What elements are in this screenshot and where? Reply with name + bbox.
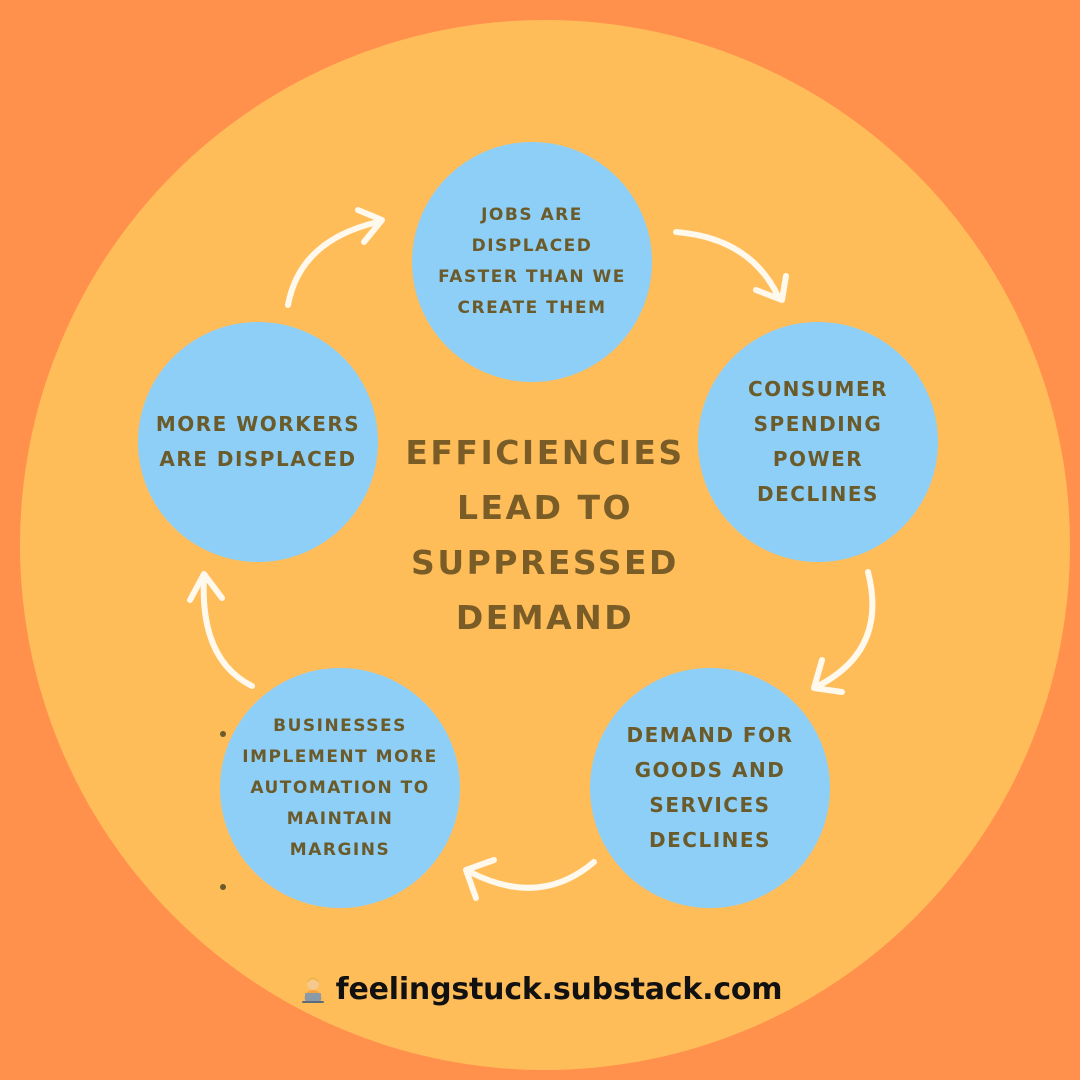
footer: feelingstuck.substack.com	[0, 972, 1080, 1007]
node-consumer-spending: CONSUMER SPENDING POWER DECLINES	[698, 322, 938, 562]
bullet-dot	[220, 731, 226, 737]
bullet-dot	[220, 884, 226, 890]
node-jobs-displaced-label: JOBS ARE DISPLACED FASTER THAN WE CREATE…	[438, 205, 626, 318]
arrow-businesses-to-workers	[187, 571, 255, 689]
node-demand-declines: DEMAND FOR GOODS AND SERVICES DECLINES	[590, 668, 830, 908]
node-more-workers-label: MORE WORKERS ARE DISPLACED	[155, 412, 361, 471]
node-businesses-automation: BUSINESSES IMPLEMENT MORE AUTOMATION TO …	[220, 668, 460, 908]
node-consumer-spending-label: CONSUMER SPENDING POWER DECLINES	[747, 377, 889, 506]
arrow-demand-to-businesses	[463, 857, 597, 901]
node-demand-declines-label: DEMAND FOR GOODS AND SERVICES DECLINES	[626, 723, 794, 852]
diagram-title: EFFICIENCIES LEAD TO SUPPRESSED DEMAND	[405, 433, 685, 637]
person-at-laptop-icon	[301, 977, 324, 1003]
node-jobs-displaced: JOBS ARE DISPLACED FASTER THAN WE CREATE…	[412, 142, 652, 382]
node-businesses-automation-label: BUSINESSES IMPLEMENT MORE AUTOMATION TO …	[242, 715, 438, 860]
footer-website[interactable]: feelingstuck.substack.com	[335, 972, 783, 1007]
arrow-workers-to-jobs	[285, 207, 385, 308]
arrow-consumer-to-demand	[811, 569, 876, 695]
node-more-workers: MORE WORKERS ARE DISPLACED	[138, 322, 378, 562]
arrow-jobs-to-consumer	[673, 229, 789, 303]
